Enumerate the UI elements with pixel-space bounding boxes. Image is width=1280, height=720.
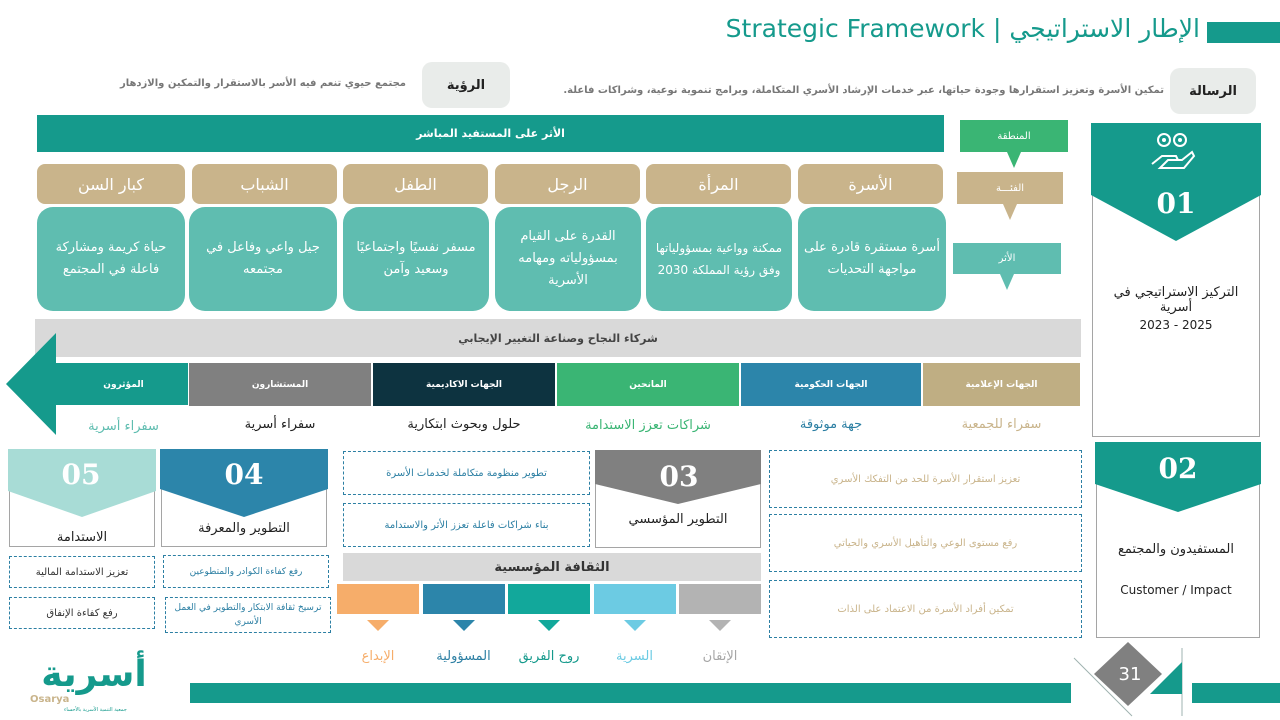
group-child: الطفل — [343, 164, 488, 204]
pillar02-item-1: تعزيز استقرار الأسرة للحد من التفكك الأس… — [769, 450, 1082, 508]
pillar02-title: المستفيدون والمجتمع — [1118, 542, 1235, 557]
footer-logo: أسرية Osarya جمعية التنمية الأسرية بالأح… — [24, 654, 164, 716]
focus-number: 01 — [1156, 186, 1196, 220]
tag-category: الفئـــة — [957, 172, 1063, 204]
group-youth: الشباب — [192, 164, 337, 204]
pillar04-item-1: رفع كفاءة الكوادر والمتطوعين — [163, 555, 329, 588]
message-label: الرسالة — [1170, 68, 1256, 114]
group-woman: المرأة — [646, 164, 791, 204]
impact-youth: جيل واعي وفاعل في مجتمعه — [189, 207, 337, 311]
culture-value-label: روح الفريق — [518, 648, 580, 664]
pillar05-title: الاستدامة — [56, 529, 108, 545]
impact-family: أسرة مستقرة قادرة على مواجهة التحديات — [798, 207, 946, 311]
footer-logo-tagline: جمعية التنمية الأسرية بالأحساء — [64, 707, 127, 713]
partner-government: الجهات الحكومية — [741, 363, 921, 406]
tag-effect: الأثر — [953, 243, 1061, 274]
impact-bar: الأثر على المستفيد المباشر — [37, 115, 944, 152]
pillar03-banner — [595, 450, 761, 504]
partners-arrow — [6, 333, 188, 435]
pillar03-item-1: تطوير منظومة متكاملة لخدمات الأسرة — [343, 451, 590, 495]
pillar05-item-1: تعزيز الاستدامة المالية — [9, 556, 155, 588]
culture-value-arrow — [367, 620, 389, 631]
partner-consultants-sub: سفراء أسرية — [244, 416, 316, 432]
message-text: تمكين الأسرة وتعزيز استقرارها وجودة حيات… — [563, 85, 1164, 96]
culture-value-arrow — [452, 620, 475, 631]
pillar02-item-2: رفع مستوى الوعي والتأهيل الأسري والحياتي — [769, 514, 1082, 572]
tag-region: المنطقة — [960, 120, 1068, 152]
focus-banner — [1091, 123, 1261, 241]
pillar02-banner — [1095, 442, 1261, 512]
partner-government-sub: جهة موثوقة — [799, 416, 863, 432]
culture-value-arrow — [709, 620, 731, 631]
footer-logo-latin: Osarya — [30, 694, 70, 705]
footer-logo-wordmark: أسرية — [41, 654, 147, 695]
vision-label: الرؤية — [422, 62, 510, 108]
pillar04-banner — [160, 449, 328, 517]
partner-media: الجهات الإعلامية — [923, 363, 1080, 406]
culture-value-arrow — [623, 620, 646, 631]
pillar02-subtitle: Customer / Impact — [1120, 583, 1232, 597]
impact-man: القدرة على القيام بمسؤولياته ومهامه الأس… — [495, 207, 641, 311]
pillar03-item-2: بناء شراكات فاعلة تعزز الأثر والاستدامة — [343, 503, 590, 547]
hand-gears-icon — [1151, 133, 1196, 169]
culture-value-label: المسؤولية — [436, 648, 491, 664]
pillar03-number: 03 — [659, 459, 699, 493]
focus-title: التركيز الاستراتيجي في أسرية — [1113, 285, 1239, 315]
tag-region-arrow — [1007, 152, 1021, 168]
pillar05-item-2: رفع كفاءة الإنفاق — [9, 597, 155, 629]
culture-value-label: السرية — [616, 648, 653, 664]
focus-period: 2023 - 2025 — [1139, 318, 1213, 332]
pillar04-title: التطوير والمعرفة — [198, 520, 290, 536]
culture-value-bar — [422, 584, 505, 614]
partner-influencers: المؤثرون — [103, 379, 144, 390]
pillar05-number: 05 — [61, 457, 101, 491]
impact-woman: ممكنة وواعية بمسؤولياتها وفق رؤية المملك… — [646, 207, 792, 311]
page-title: الإطار الاستراتيجي | Strategic Framework — [725, 14, 1200, 43]
tag-category-arrow — [1003, 204, 1017, 220]
group-man: الرجل — [495, 164, 640, 204]
partners-bar: شركاء النجاح وصناعة التغيير الإيجابي — [35, 319, 1081, 357]
culture-value-bar — [679, 584, 761, 614]
group-elderly: كبار السن — [37, 164, 185, 204]
footer-bar-right — [1192, 683, 1280, 703]
culture-value-arrow — [538, 620, 560, 631]
partner-consultants: المستشارون — [189, 363, 371, 406]
impact-elderly: حياة كريمة ومشاركة فاعلة في المجتمع — [37, 207, 185, 311]
pillar05-banner — [8, 449, 156, 517]
pillar02-item-3: تمكين أفراد الأسرة من الاعتماد على الذات — [769, 580, 1082, 638]
pillar02-number: 02 — [1158, 451, 1198, 485]
title-accent-bar — [1207, 22, 1280, 43]
pillar04-number: 04 — [224, 457, 264, 491]
culture-label: الثقافة المؤسسية — [343, 553, 761, 581]
tag-effect-arrow — [1000, 274, 1014, 290]
pillar04-item-2: ترسيخ ثقافة الابتكار والتطوير في العمل ا… — [165, 597, 331, 633]
culture-value-bar — [337, 584, 419, 614]
culture-value-bar — [508, 584, 590, 614]
page-badge — [1073, 642, 1183, 717]
partner-academic: الجهات الاكاديمية — [373, 363, 555, 406]
culture-value-label: الإبداع — [361, 648, 395, 664]
culture-value-bar — [593, 584, 676, 614]
partner-media-sub: سفراء للجمعية — [961, 416, 1042, 432]
partner-donors: المانحين — [557, 363, 739, 406]
group-family: الأسرة — [798, 164, 943, 204]
page-number: 31 — [1118, 663, 1142, 685]
partner-influencers-sub: سفراء أسرية — [88, 418, 159, 434]
partner-donors-sub: شراكات تعزز الاستدامة — [585, 417, 711, 433]
culture-value-label: الإتقان — [702, 648, 738, 664]
vision-text: مجتمع حيوي تنعم فيه الأسر بالاستقرار وال… — [119, 78, 406, 89]
impact-child: مسفر نفسيًا واجتماعيًا وسعيد وآمن — [343, 207, 489, 311]
pillar03-title: التطوير المؤسسي — [628, 511, 728, 527]
partner-academic-sub: حلول وبحوث ابتكارية — [407, 416, 521, 432]
footer-bar-left — [190, 683, 1071, 703]
